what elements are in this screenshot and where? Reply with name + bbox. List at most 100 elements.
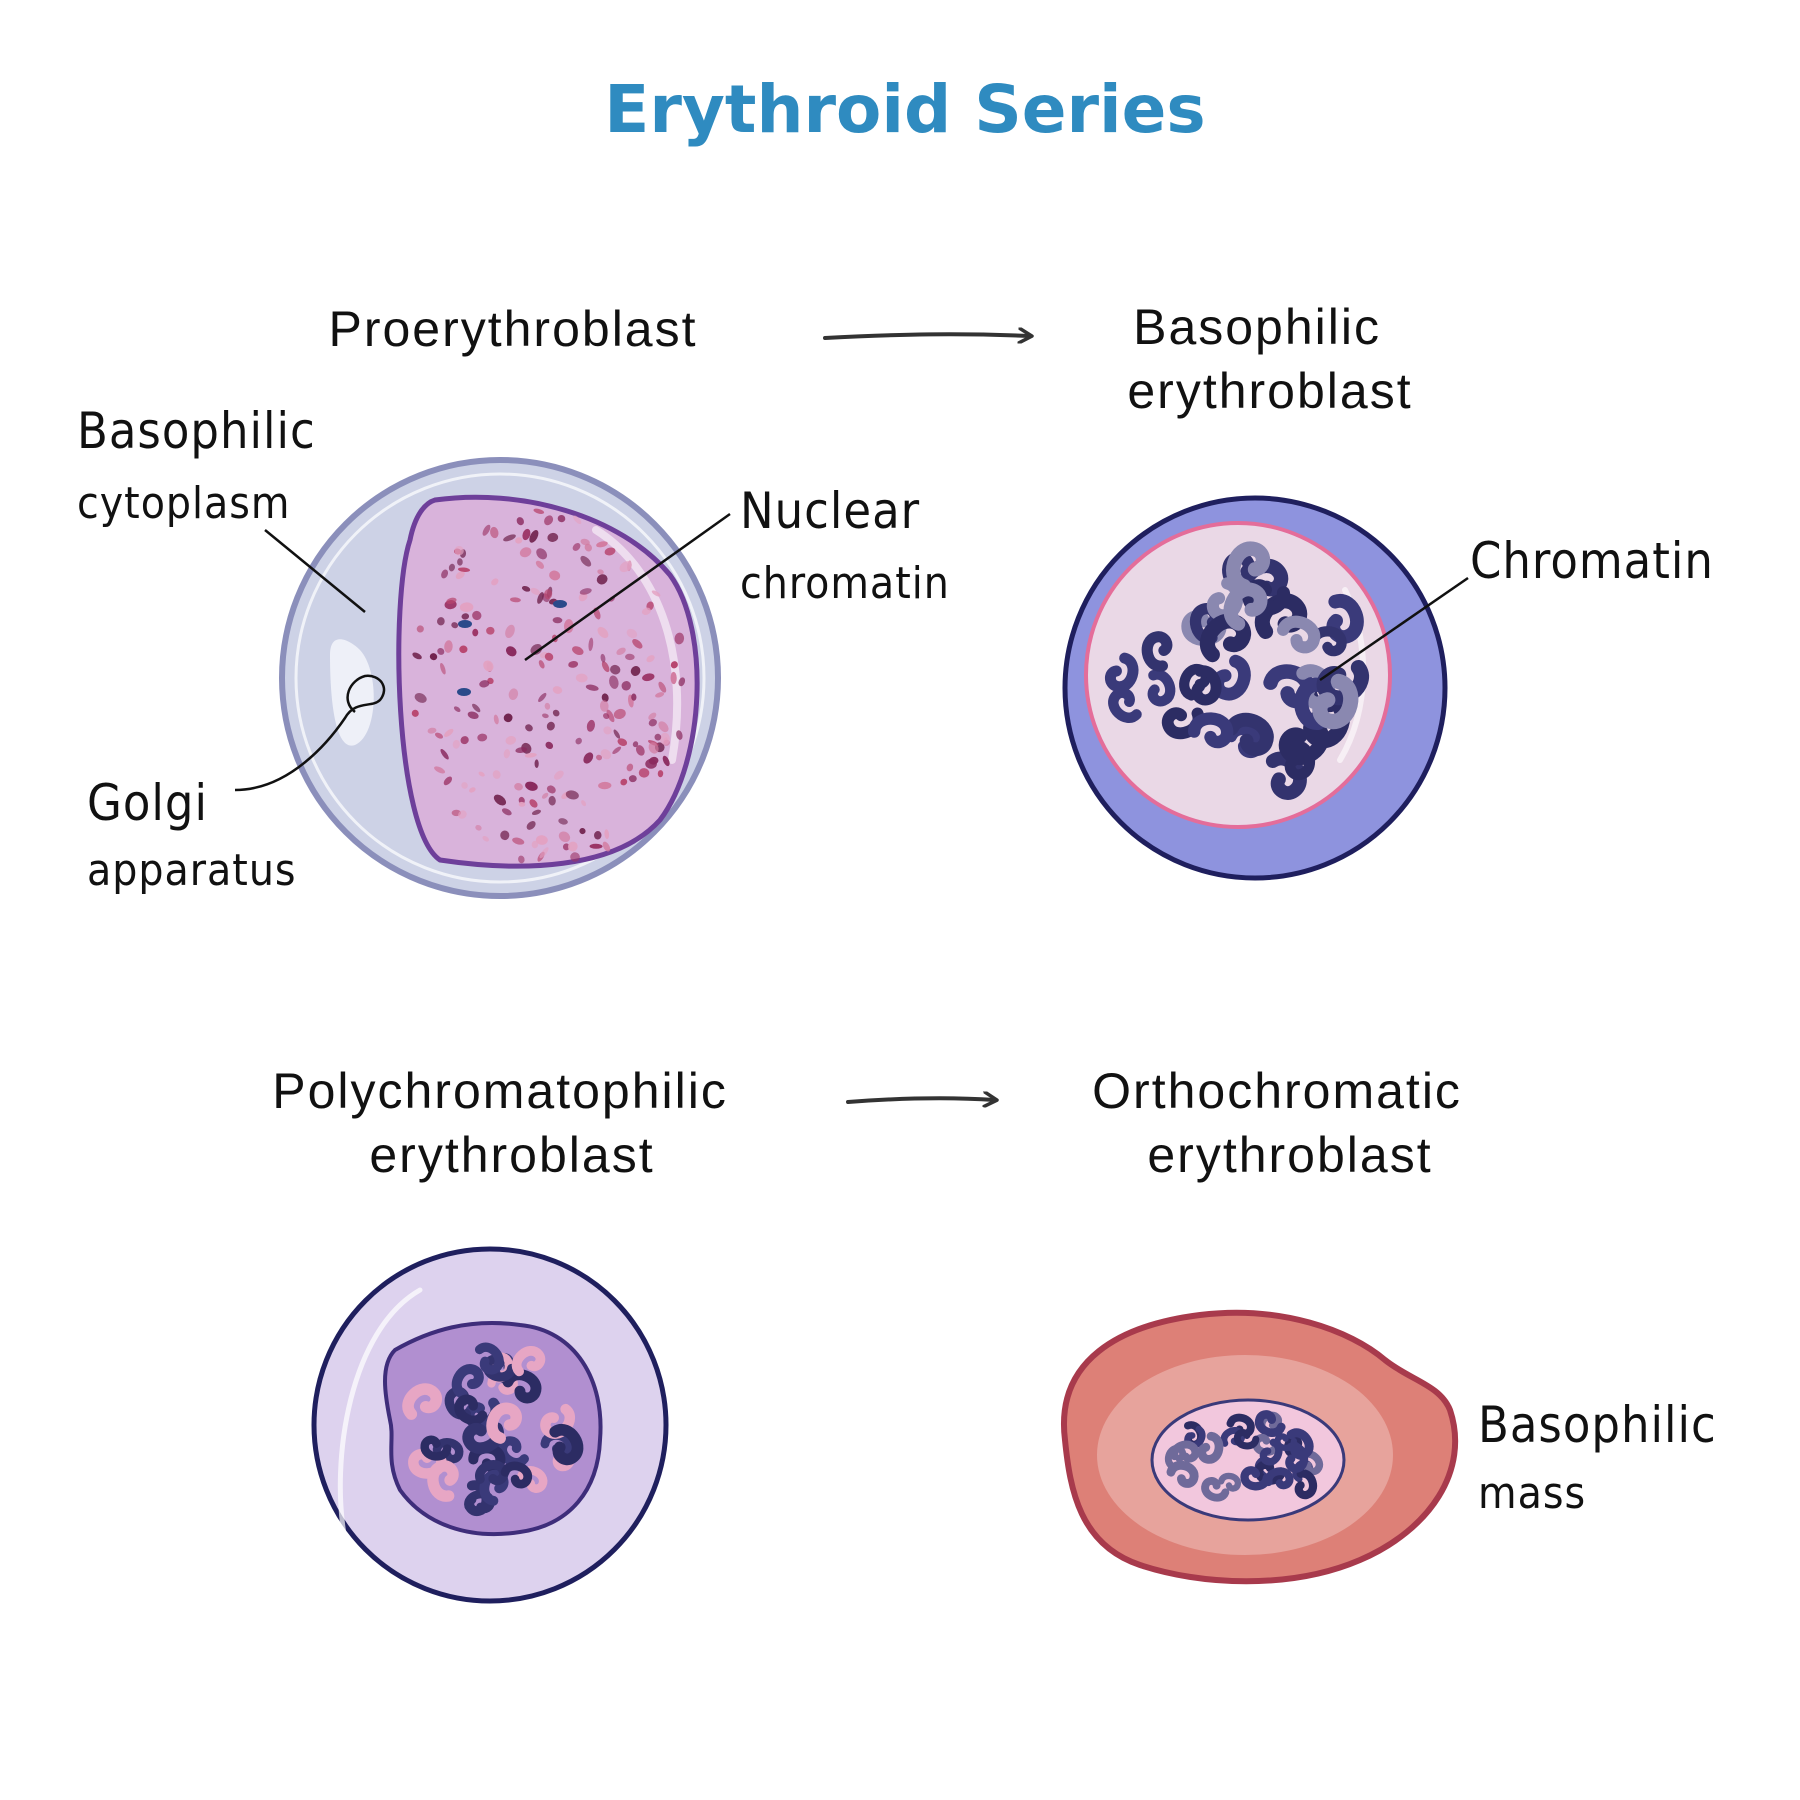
chromatin-granule bbox=[483, 660, 494, 672]
chromatin-granule bbox=[580, 555, 592, 567]
chromatin-granule bbox=[631, 693, 637, 701]
chromatin-granule bbox=[534, 759, 539, 768]
chromatin-granule bbox=[662, 755, 670, 767]
chromatin-granule bbox=[518, 801, 526, 807]
chromatin-granule bbox=[599, 700, 609, 712]
chromatin-clump bbox=[1224, 712, 1274, 757]
leader-basophilic-cytoplasm bbox=[264, 529, 366, 613]
chromatin-granule bbox=[526, 821, 536, 830]
chromatin-granule bbox=[492, 770, 501, 779]
chromatin-granule bbox=[519, 547, 532, 558]
leader-chromatin bbox=[1319, 576, 1469, 682]
chromatin-granule bbox=[549, 570, 561, 581]
anno-basophilic-mass-line2: mass bbox=[1478, 1468, 1586, 1519]
chromatin-clump bbox=[1191, 665, 1222, 706]
chromatin-granule bbox=[512, 837, 525, 845]
chromatin-granule bbox=[612, 746, 622, 755]
chromatin-granule bbox=[437, 647, 445, 655]
chromatin-granule bbox=[646, 655, 655, 663]
chromatin-clump bbox=[1316, 659, 1369, 706]
chromatin-granule bbox=[467, 711, 479, 719]
chromatin-clump bbox=[420, 1435, 452, 1461]
chromatin-granule bbox=[440, 662, 446, 675]
chromatin-granule bbox=[628, 775, 637, 783]
chromatin-granule bbox=[548, 795, 556, 806]
chromatin-granule bbox=[625, 653, 635, 661]
chromatin-granule bbox=[619, 561, 632, 573]
chromatin-clump bbox=[1226, 541, 1271, 594]
arrow-polychromatophilic-to-orthochromatic bbox=[846, 1098, 995, 1102]
chromatin-granule bbox=[542, 713, 549, 719]
chromatin-granule bbox=[475, 824, 482, 831]
chromatin-granule bbox=[412, 652, 422, 660]
chromatin-granule bbox=[458, 620, 472, 628]
chromatin-granule bbox=[525, 724, 533, 732]
chromatin-granule bbox=[443, 776, 453, 786]
chromatin-clump bbox=[1104, 652, 1139, 693]
chromatin-granule bbox=[573, 515, 582, 525]
chromatin-granule bbox=[658, 681, 667, 693]
anno-nuclear-chromatin-line1: Nuclear bbox=[740, 482, 920, 540]
chromatin-granule bbox=[578, 592, 588, 602]
chromatin-granule bbox=[508, 688, 519, 701]
chromatin-granule bbox=[434, 732, 444, 739]
chromatin-granule bbox=[459, 602, 474, 613]
chromatin-granule bbox=[453, 706, 461, 712]
chromatin-granule bbox=[648, 718, 657, 727]
chromatin-clump bbox=[1147, 669, 1176, 707]
chromatin-granule bbox=[452, 739, 460, 749]
chromatin-granule bbox=[642, 673, 655, 682]
chromatin-granule bbox=[500, 830, 510, 841]
label-orthochromatic-erythroblast: Orthochromatic erythroblast bbox=[1092, 1063, 1478, 1183]
anno-golgi-apparatus-line2: apparatus bbox=[87, 845, 297, 896]
chromatin-granule bbox=[621, 681, 631, 691]
chromatin-clump bbox=[1141, 631, 1173, 672]
chromatin-granule bbox=[585, 684, 599, 691]
chromatin-granule bbox=[596, 541, 608, 548]
chromatin-granule bbox=[531, 809, 542, 816]
chromatin-granule bbox=[579, 828, 586, 835]
chromatin-granule bbox=[544, 702, 551, 710]
anno-basophilic-mass-line1: Basophilic bbox=[1478, 1396, 1717, 1454]
chromatin-granule bbox=[515, 747, 528, 753]
chromatin-granule bbox=[457, 558, 463, 566]
chromatin-clump bbox=[511, 1346, 546, 1377]
label-polychromatophilic-line1: Polychromatophilic bbox=[272, 1063, 728, 1119]
chromatin-granule bbox=[535, 560, 545, 569]
chromatin-granule bbox=[544, 589, 553, 600]
chromatin-granule bbox=[597, 626, 609, 639]
chromatin-granule bbox=[613, 708, 626, 720]
diagram-title: Erythroid Series bbox=[604, 71, 1205, 148]
chromatin-granule bbox=[600, 653, 606, 663]
chromatin-granule bbox=[552, 686, 563, 694]
chromatin-granule bbox=[544, 652, 554, 661]
chromatin-granule bbox=[469, 787, 476, 793]
nuclear-chromatin-granules bbox=[411, 508, 686, 864]
chromatin-clump bbox=[1276, 615, 1321, 654]
chromatin-granule bbox=[516, 517, 524, 526]
chromatin-granule bbox=[575, 673, 588, 683]
chromatin-granule bbox=[457, 567, 471, 572]
chromatin-granule bbox=[482, 835, 489, 842]
chromatin-granule bbox=[572, 543, 581, 551]
anno-basophilic-cytoplasm: Basophilic cytoplasm bbox=[77, 402, 331, 529]
chromatin-clump bbox=[1286, 1428, 1314, 1460]
chromatin-clump bbox=[454, 1394, 488, 1426]
chromatin-granule bbox=[451, 622, 459, 629]
chromatin-granule bbox=[558, 831, 571, 843]
anno-basophilic-cytoplasm-line2: cytoplasm bbox=[77, 478, 291, 529]
chromatin-granule bbox=[546, 721, 555, 731]
chromatin-clump bbox=[549, 1424, 584, 1466]
chromatin-granule bbox=[588, 637, 594, 652]
chromatin-granule bbox=[630, 666, 641, 676]
leader-golgi-apparatus bbox=[234, 674, 386, 792]
proerythroblast-cell bbox=[279, 457, 721, 899]
label-basophilic-line1: Basophilic bbox=[1133, 299, 1381, 355]
orthochromatic-chromatin bbox=[1164, 1410, 1324, 1502]
chromatin-granule bbox=[544, 515, 554, 526]
basophilic-chromatin bbox=[1104, 541, 1369, 800]
chromatin-granule bbox=[524, 752, 537, 758]
chromatin-granule bbox=[610, 664, 621, 675]
chromatin-granule bbox=[538, 660, 545, 669]
chromatin-granule bbox=[562, 843, 570, 851]
